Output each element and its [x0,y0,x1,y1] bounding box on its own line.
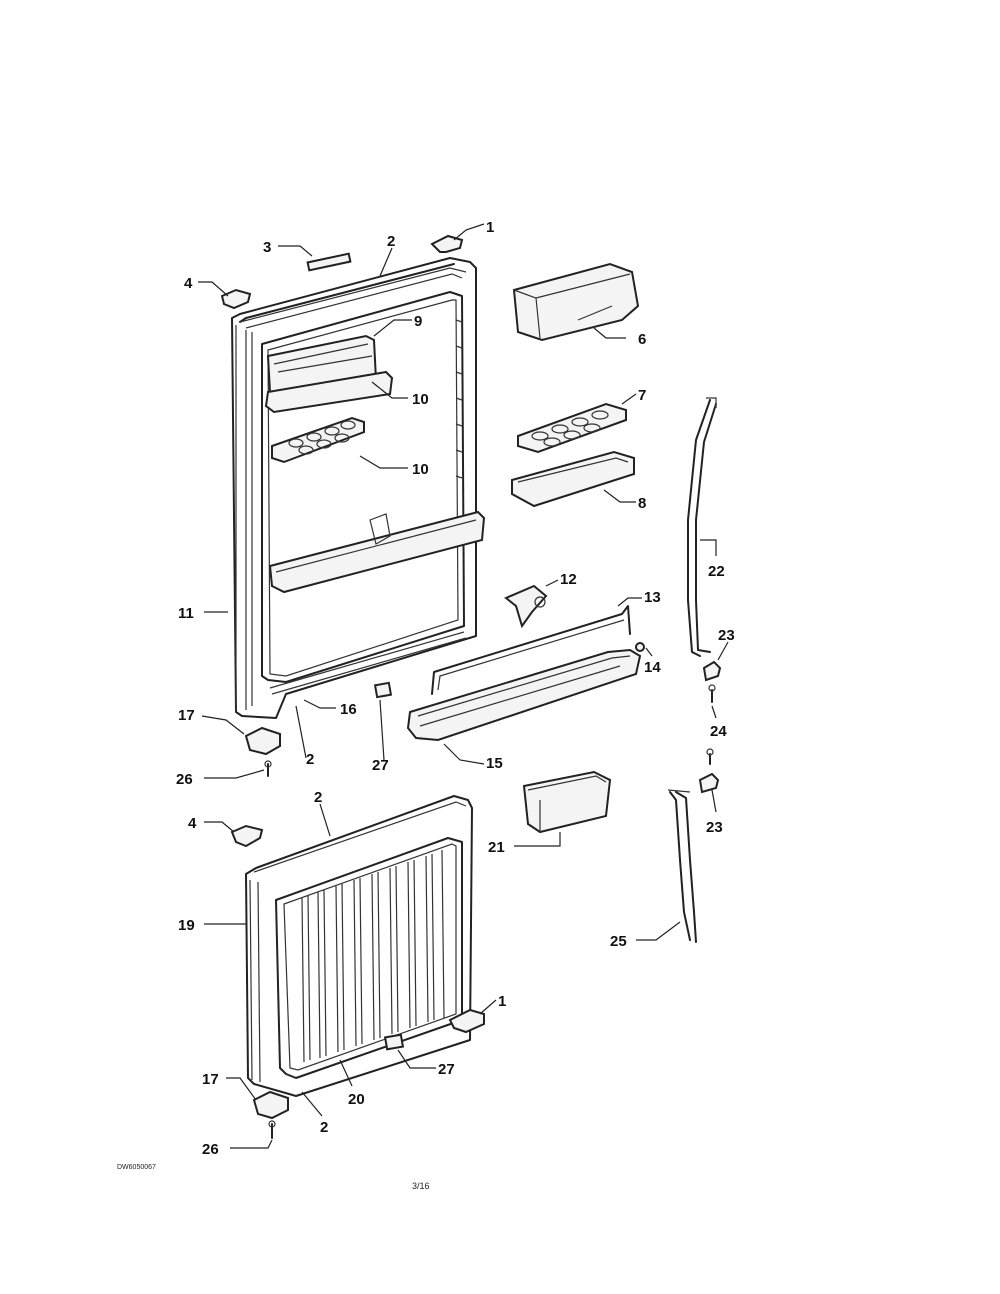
callout-12: 12 [560,571,577,588]
callout-1-lower: 1 [498,993,506,1010]
callout-3: 3 [263,239,271,256]
callout-15: 15 [486,755,503,772]
callout-2-bottom: 2 [320,1119,328,1136]
rail-13 [431,605,631,695]
ball-14 [635,642,645,652]
callout-10-upper: 10 [412,391,429,408]
pad-27-lower [383,1033,405,1051]
handle-25 [667,789,697,943]
bottle-shelf-15 [406,648,642,742]
callout-1-top: 1 [486,219,494,236]
callout-9: 9 [414,313,422,330]
egg-tray-10 [271,416,365,464]
callout-22: 22 [708,563,725,580]
fridge-door [231,257,477,719]
callout-4-lower: 4 [188,815,197,832]
callout-2-mid: 2 [306,751,314,768]
callout-4-upper: 4 [184,275,193,292]
callout-13: 13 [644,589,661,606]
callout-24: 24 [710,723,727,740]
clip-12 [504,584,548,629]
callout-21: 21 [488,839,505,856]
handle-clip-23a [702,660,722,682]
callout-17-upper: 17 [178,707,195,724]
callout-19: 19 [178,917,195,934]
callout-16: 16 [340,701,357,718]
screw-26-lower [268,1120,276,1139]
callout-25: 25 [610,933,627,950]
leader-lines [198,223,729,1149]
screw-26-upper [264,760,272,777]
callout-23-upper: 23 [718,627,735,644]
callout-2-lowertop: 2 [314,789,322,806]
small-bin-21 [522,770,612,834]
hinge-cap-4-lower [230,824,264,848]
shelf-tray-8 [511,450,635,508]
hinge-17-upper [244,726,281,756]
freezer-door [245,795,473,1097]
screw-24 [706,684,716,765]
dairy-lid-6 [512,262,640,342]
callout-7: 7 [638,387,646,404]
callout-27-upper: 27 [372,757,389,774]
callout-10-lower: 10 [412,461,429,478]
callout-14: 14 [644,659,661,676]
hinge-17-lower [252,1090,289,1120]
hinge-bracket-1-lower [448,1008,485,1034]
page-number: 3/16 [412,1181,430,1191]
callout-23-lower: 23 [706,819,723,836]
hinge-bracket-1-top [430,234,464,253]
callout-27-lower: 27 [438,1061,455,1078]
egg-tray-7 [517,402,627,454]
callout-17-lower: 17 [202,1071,219,1088]
callout-11: 11 [178,605,194,622]
callout-6: 6 [638,331,646,348]
cover-strip-3 [306,252,352,272]
handle-22 [687,397,717,657]
hinge-cap-4-upper [220,288,252,310]
callout-2-top: 2 [387,233,395,250]
bottle-shelf-upper-door [268,510,486,594]
callout-26-lower: 26 [202,1141,219,1158]
handle-clip-23b [698,772,720,794]
callout-8: 8 [638,495,646,512]
callout-26-upper: 26 [176,771,193,788]
pad-27-upper [373,681,393,699]
callout-labels: 1 2 3 4 9 6 10 7 10 8 22 12 13 11 23 14 … [176,219,735,1158]
drawing-code: DW6050067 [117,1164,156,1171]
dairy-compartment-9 [264,334,394,414]
callout-20: 20 [348,1091,365,1108]
